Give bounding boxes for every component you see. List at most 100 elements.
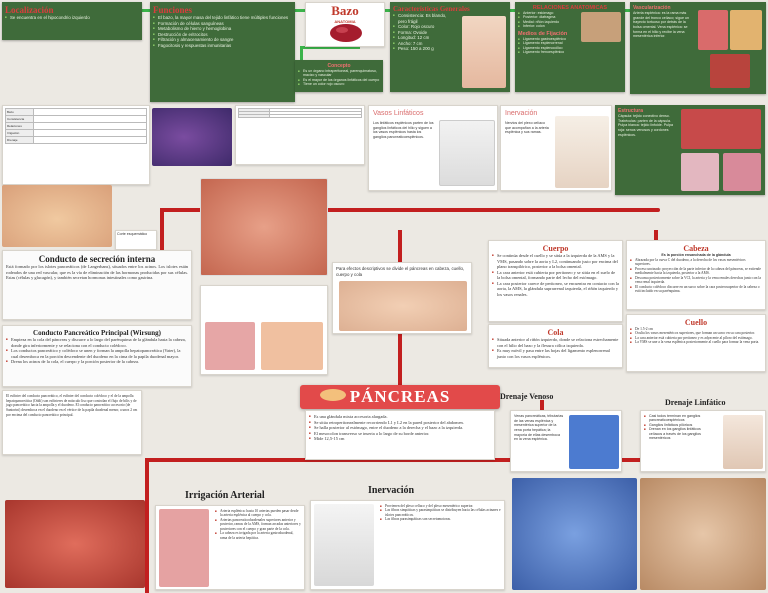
wirsung-item: Empieza en la cola del páncreas y discur… — [6, 337, 188, 348]
cabeza-title: Cabeza — [683, 244, 709, 253]
bazo-title-card: Bazo ANATOMIA — [305, 2, 385, 47]
pancreas-parts-illustration — [339, 281, 467, 331]
red-connector-top — [160, 208, 660, 212]
irrigacion-item: Arteria esplénica: hasta 10 arterias pue… — [215, 509, 301, 518]
arterial-illustration — [5, 500, 145, 588]
vascularizacion-card: Vascularización Arteria esplénica: es la… — [630, 2, 766, 94]
nerve-illustration — [555, 116, 609, 188]
caracteristicas-item: Forma: Ovoide — [393, 30, 455, 36]
irrigacion-title: Irrigación Arterial — [185, 490, 265, 501]
drenaje-venoso-text: Venas pancreáticas, tributarias de las v… — [514, 414, 564, 442]
red-connector-bottom — [145, 458, 755, 462]
cola-card: Cola Situada anterior al riñón izquierdo… — [488, 324, 623, 368]
pancreas-banner: PÁNCREAS — [300, 385, 500, 409]
funciones-item: Formación de células sanguíneas — [153, 21, 292, 27]
wirsung-item: Drena los acinos de la cola, el cuerpo y… — [6, 359, 188, 365]
estructura-title: Estructura — [618, 108, 644, 114]
caracteristicas-item: Peso: 150 a 200 g — [393, 46, 455, 52]
vasos-linfaticos-text: Los linfáticos esplénicos parten de los … — [373, 121, 434, 140]
pancreas-main-card: Es una glándula mixta accesoria alargada… — [305, 410, 495, 460]
inervacion-item: Las fibras simpáticas y parasimpáticas s… — [380, 508, 501, 517]
caracteristicas-title: Características Generales — [393, 5, 470, 13]
drenaje-linfatico-item: Casi todos terminan en ganglios pancreat… — [644, 414, 714, 423]
drenaje-venoso-card: Venas pancreáticas, tributarias de las v… — [510, 410, 622, 472]
estructura-illustration-1 — [681, 109, 761, 149]
inervacion-list: Provienen del plexo celíaco y del plexo … — [380, 504, 501, 523]
estructura-illustration-3 — [723, 153, 761, 191]
pancreas-item: El mesocolon transverso se inserta a lo … — [309, 431, 491, 437]
conducto-secrecion-title: Conducto de secreción interna — [38, 254, 156, 264]
pancreas-notes-card: El esfínter del conducto pancreático, el… — [2, 390, 142, 455]
cabeza-item: Abrazada por la curva C del duodeno, a l… — [630, 258, 762, 267]
localizacion-card: Localización Se encuentra en el hipocond… — [2, 2, 142, 40]
pancreas-item: Se halla posterior al estómago, entre el… — [309, 425, 491, 431]
funciones-card: Funciones El bazo, la mayor masa del tej… — [150, 2, 295, 102]
irrigacion-item: Arterias pancreaticoduodenales superiore… — [215, 518, 301, 531]
medios-fijacion-title: Medios de Fijación — [518, 30, 568, 37]
estructura-card: Estructura Cápsula: tejido conectivo den… — [615, 105, 765, 195]
torso-illustration — [462, 16, 506, 88]
cuerpo-item: La cara anterior está cubierta por perit… — [492, 270, 619, 281]
cuello-item: De 1.5-2 cm — [630, 327, 762, 332]
vascularizacion-illustration-2 — [730, 10, 762, 50]
funciones-list: El bazo, la mayor masa del tejido linfát… — [153, 15, 292, 48]
relaciones-title: RELACIONES ANATOMICAS — [532, 5, 608, 11]
inervacion-bazo-title: Inervación — [505, 110, 538, 117]
lymphatic-figure-illustration — [723, 415, 763, 469]
funciones-item: El bazo, la mayor masa del tejido linfát… — [153, 15, 292, 21]
caracteristicas-card: Características Generales Consistencia: … — [390, 2, 510, 92]
localizacion-list: Se encuentra en el hipocondrio izquierdo — [5, 15, 139, 21]
pancreas-caption-card: Corte esquemático — [115, 230, 157, 250]
microscopy-illustration-1 — [205, 322, 255, 370]
wirsung-item: Los conductos pancreático y colédoco se … — [6, 348, 188, 359]
microscopy-illustration-2 — [261, 322, 323, 370]
bazo-table-card-2 — [235, 105, 365, 165]
cabeza-list: Abrazada por la curva C del duodeno, a l… — [630, 258, 762, 294]
cuello-item: La cara anterior está cubierta por perit… — [630, 336, 762, 341]
spleen-illustration — [330, 24, 362, 42]
drenaje-linfatico-item: Ganglios linfáticos pilóricos — [644, 423, 714, 428]
lymphatic-illustration-2 — [640, 478, 766, 590]
cabeza-item: Proceso uncinado: proyección de la parte… — [630, 267, 762, 276]
irrigacion-item: La cabeza es irrigada por la arteria gas… — [215, 531, 301, 540]
concepto-card: Concepto Es un órgano intraperitoneal, p… — [295, 60, 383, 92]
drenaje-linfatico-item: Drenan en los ganglios linfáticos celíac… — [644, 427, 714, 440]
pancreas-item: Es una glándula mixta accesoria alargada… — [309, 414, 491, 420]
funciones-title: Funciones — [153, 5, 193, 15]
bazo-table-card: Bazo Consistencia Relaciones Irrigación … — [2, 105, 150, 185]
green-connector-bazo — [300, 46, 360, 49]
medios-fijacion-item: Ligamento esplenorrenal — [518, 41, 622, 46]
vasos-linfaticos-card: Vasos Linfáticos Los linfáticos esplénic… — [368, 105, 498, 191]
cuerpo-title: Cuerpo — [542, 244, 569, 253]
inervacion-card: Provienen del plexo celíaco y del plexo … — [310, 500, 505, 590]
venous-illustration — [569, 415, 619, 469]
cabeza-item: Descansa posteriormente sobre la VCI, la… — [630, 276, 762, 285]
cuerpo-item: La cara posterior carece de peritoneo, s… — [492, 281, 619, 298]
funciones-item: Fagocitosis y respuestas inmunitarias — [153, 43, 292, 49]
medios-fijacion-item: Ligamento frenoesplénico — [518, 50, 622, 55]
caracteristicas-item: Consistencia: Es blando, pero frágil — [393, 13, 455, 24]
inervacion-bazo-card: Inervación Nervios del plexo celíaco que… — [500, 105, 612, 191]
pancreas-notes-text: El esfínter del conducto pancreático, el… — [6, 394, 138, 417]
pancreas-main-list: Es una glándula mixta accesoria alargada… — [309, 414, 491, 442]
bazo-title: Bazo — [331, 3, 359, 18]
caracteristicas-item: Color: Rojo oscuro — [393, 24, 455, 30]
drenaje-linfatico-card: Casi todos terminan en ganglios pancreat… — [640, 410, 766, 472]
drenaje-linfatico-list: Casi todos terminan en ganglios pancreat… — [644, 414, 714, 441]
conducto-secrecion-card: Conducto de secreción interna Está forma… — [2, 250, 192, 320]
drenaje-linfatico-title: Drenaje Linfático — [665, 398, 726, 407]
cuello-item: Oculta los vasos mesentéricos superiores… — [630, 331, 762, 336]
cabeza-subtitle: Es la porción ensanchada de la glándula — [661, 253, 731, 257]
medios-fijacion-list: Ligamento gastroesplénico Ligamento espl… — [518, 37, 622, 56]
wirsung-title: Conducto Pancreático Principal (Wirsung) — [33, 329, 161, 337]
inervacion-bazo-text: Nervios del plexo celíaco que acompañan … — [505, 121, 549, 135]
bazo-table: Bazo Consistencia Relaciones Irrigación … — [4, 108, 147, 144]
irrigacion-list: Arteria esplénica: hasta 10 arterias pue… — [215, 509, 301, 540]
medios-fijacion-item: Ligamento gastroesplénico — [518, 37, 622, 42]
cuello-list: De 1.5-2 cm Oculta los vasos mesentérico… — [630, 327, 762, 346]
vascularizacion-illustration-3 — [710, 54, 750, 88]
relaciones-item: Posterior: diafragma — [518, 15, 576, 20]
relaciones-item: Medial: riñón izquierdo — [518, 20, 576, 25]
pancreas-small-illustration — [2, 185, 112, 247]
relaciones-item: Inferior: colon — [518, 24, 576, 29]
